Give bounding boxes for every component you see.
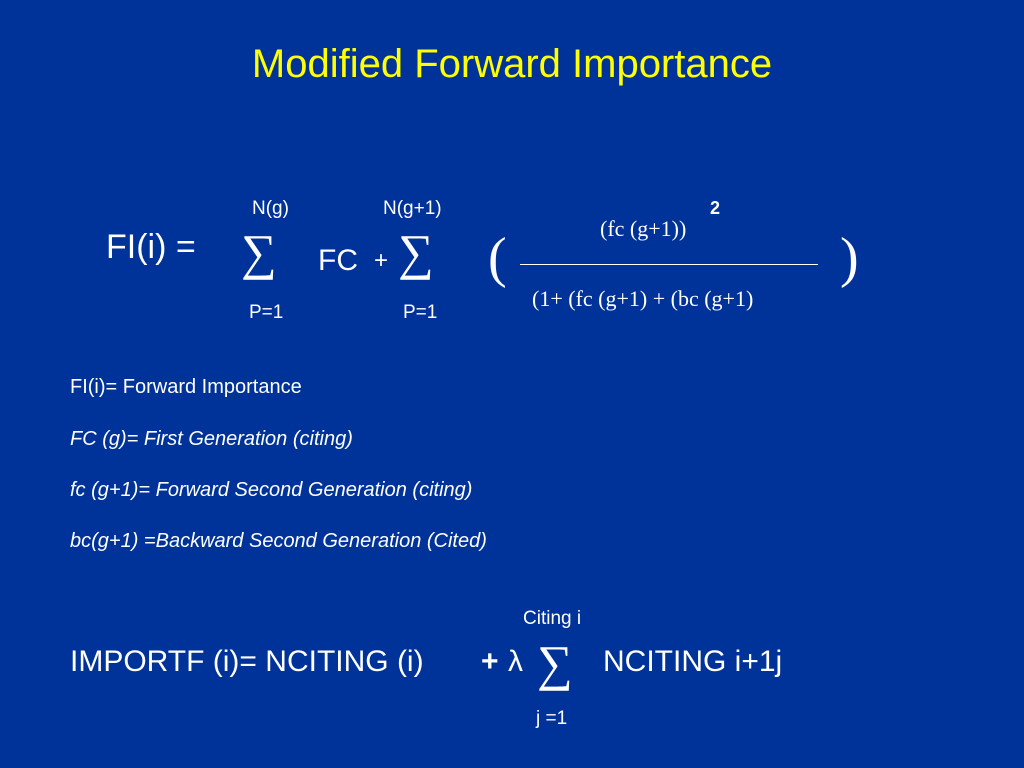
sum1-sigma-icon: ∑ (241, 224, 277, 280)
definition-bc-g1: bc(g+1) =Backward Second Generation (Cit… (70, 530, 487, 552)
definition-fc: FC (g)= First Generation (citing) (70, 428, 353, 450)
importf-lhs: IMPORTF (i)= NCITING (i) (70, 645, 424, 678)
lambda-symbol: λ (508, 645, 523, 678)
fraction-bar (520, 264, 818, 265)
sum2-sigma-icon: ∑ (398, 224, 434, 280)
fc-term: FC (318, 244, 358, 277)
paren-close: ) (840, 227, 859, 289)
importf-sum-upper-limit: Citing i (523, 608, 582, 629)
importf-sigma-icon: ∑ (537, 635, 573, 691)
definition-fc-g1: fc (g+1)= Forward Second Generation (cit… (70, 479, 473, 501)
importf-term: NCITING i+1j (603, 645, 783, 678)
importf-plus-sign: + (481, 645, 499, 678)
fraction-denominator: (1+ (fc (g+1) + (bc (g+1) (532, 286, 754, 311)
definition-fi: FI(i)= Forward Importance (70, 376, 302, 398)
importf-sum-lower-limit: j =1 (536, 708, 568, 729)
slide-title: Modified Forward Importance (251, 42, 773, 86)
sum2-upper-limit: N(g+1) (383, 198, 442, 219)
plus-sign: + (374, 247, 389, 274)
sum1-upper-limit: N(g) (252, 198, 289, 219)
sum1-lower-limit: P=1 (249, 302, 284, 323)
numerator-exponent: 2 (710, 198, 721, 218)
paren-open: ( (488, 227, 507, 289)
fi-lhs: FI(i) = (106, 228, 196, 266)
sum2-lower-limit: P=1 (403, 302, 438, 323)
fraction-numerator: (fc (g+1)) (600, 216, 687, 241)
